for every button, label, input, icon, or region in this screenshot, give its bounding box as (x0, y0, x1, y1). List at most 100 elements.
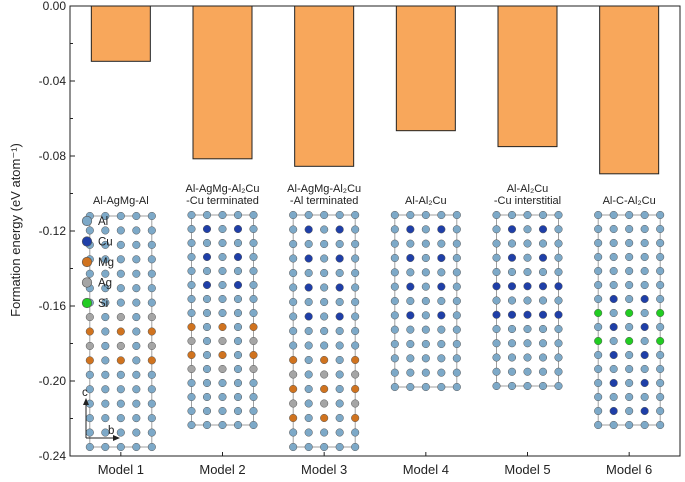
atom (304, 225, 313, 234)
atom (656, 336, 665, 346)
atom (304, 254, 313, 263)
axis-layer: Formation energy (eV atom⁻¹) 0.00-0.04-0… (8, 0, 681, 477)
atom (218, 322, 227, 332)
atom (390, 354, 399, 363)
legend-label-ag: Ag (98, 278, 112, 290)
structure-model-1 (85, 211, 156, 452)
atom (335, 384, 344, 394)
atom (116, 370, 125, 379)
atom (85, 226, 94, 235)
atom (452, 239, 461, 248)
atom (233, 238, 243, 248)
atom (249, 322, 258, 332)
atom (538, 381, 548, 391)
x-tick-label: Model 6 (606, 462, 652, 477)
atom (594, 252, 603, 262)
atom (594, 364, 603, 374)
atom (406, 339, 415, 349)
atom (625, 336, 634, 346)
atom (289, 254, 298, 263)
atom (523, 225, 532, 234)
atom (335, 283, 344, 292)
atom (390, 268, 399, 277)
atom (320, 210, 329, 220)
atom (116, 327, 125, 336)
atom (202, 336, 212, 346)
atom (421, 368, 430, 377)
atom (85, 327, 94, 336)
atom (289, 341, 298, 350)
atom (538, 339, 548, 348)
y-tick-label: -0.16 (39, 299, 67, 313)
atom (640, 350, 649, 360)
atom (202, 294, 212, 304)
atom (335, 239, 344, 249)
structure-label-3: Al-AgMg-Al₂Cu (287, 183, 361, 195)
atom (233, 322, 243, 332)
atom (523, 253, 532, 262)
atom (147, 255, 156, 264)
atom (640, 252, 649, 262)
atom (320, 326, 329, 336)
structure-label-5: -Cu interstitial (494, 195, 561, 207)
atom (390, 282, 399, 291)
atom (101, 284, 110, 293)
atom (335, 225, 344, 234)
atom (289, 326, 298, 336)
atom (406, 239, 415, 248)
atom (304, 399, 313, 408)
atom (335, 268, 344, 278)
atom (147, 414, 156, 423)
atom (351, 239, 360, 249)
atom (218, 294, 227, 304)
atom (289, 268, 298, 278)
atom (147, 428, 156, 437)
atom (320, 283, 329, 292)
atom (656, 224, 665, 234)
bar-5 (497, 5, 558, 148)
atom (320, 341, 329, 350)
atom (594, 406, 603, 416)
atom (304, 312, 313, 321)
atom (351, 413, 360, 423)
atom (132, 370, 141, 379)
atom (351, 297, 360, 307)
atom (147, 385, 156, 394)
atom (421, 296, 430, 306)
atom (304, 297, 313, 307)
atom (116, 284, 125, 293)
atom (249, 294, 258, 304)
atom (507, 253, 517, 262)
atom (249, 364, 258, 374)
atom (390, 296, 399, 306)
atom (656, 378, 665, 388)
atom (132, 255, 141, 264)
atom (335, 442, 344, 452)
atom (406, 354, 415, 363)
atom (507, 210, 517, 220)
atom (437, 368, 446, 377)
atom (640, 308, 649, 318)
atom (656, 350, 665, 360)
atom (116, 442, 125, 452)
atom (304, 384, 313, 394)
atom (233, 308, 243, 318)
atom (538, 324, 548, 334)
atom (101, 385, 110, 394)
atom (452, 339, 461, 349)
atom (351, 225, 360, 234)
atom (147, 284, 156, 293)
atom (452, 368, 461, 377)
atom (304, 210, 313, 220)
atom (554, 239, 563, 248)
atom (116, 269, 125, 278)
atom (289, 428, 298, 437)
atom (452, 268, 461, 277)
atom (132, 269, 141, 278)
c-axis-arrowhead (83, 398, 89, 405)
atom (202, 322, 212, 332)
atom (390, 382, 399, 392)
atom (538, 225, 548, 234)
atom (320, 442, 329, 452)
atom (320, 254, 329, 263)
